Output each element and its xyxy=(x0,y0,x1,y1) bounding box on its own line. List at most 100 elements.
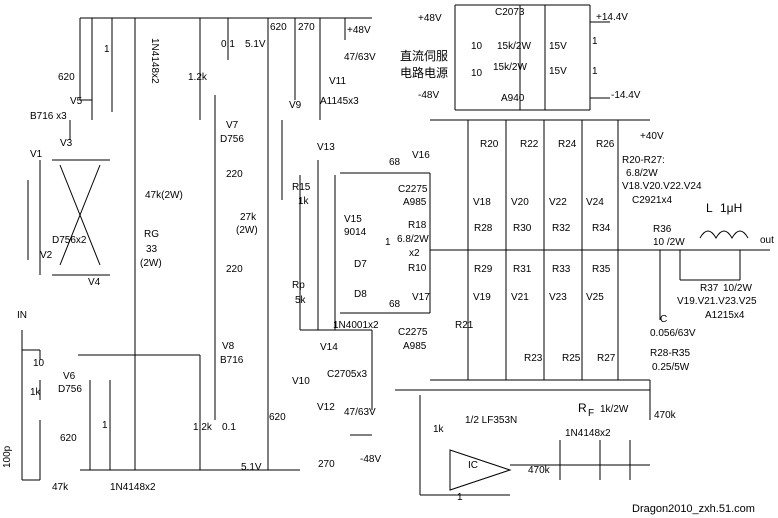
res-r33: R33 xyxy=(552,264,571,275)
transistor-c2275-bottom: C2275 xyxy=(398,327,428,338)
label-v5: V5 xyxy=(70,96,83,107)
label-v24: V24 xyxy=(586,197,604,208)
cap-1-v15: 1 xyxy=(385,237,391,248)
res-r31: R31 xyxy=(513,264,532,275)
supply-pos48-right: +48V xyxy=(347,25,371,36)
res-r15-value: 1k xyxy=(298,196,310,207)
res-r25: R25 xyxy=(562,353,581,364)
label-v14: V14 xyxy=(320,342,338,353)
res-1k-in: 1k xyxy=(30,387,42,398)
res-rf: R xyxy=(578,401,587,415)
res-270-bottom: 270 xyxy=(318,459,335,470)
label-v18: V18 xyxy=(473,197,491,208)
zener-15v-lower: 15V xyxy=(549,66,567,77)
transistor-d756: D756 xyxy=(220,134,244,145)
res-15k-2w-lower: 15k/2W xyxy=(493,62,527,73)
res-1.2k-bottom: 1.2k xyxy=(193,422,213,433)
title-line1: 直流伺服 xyxy=(400,49,448,63)
res-270-top: 270 xyxy=(298,22,315,33)
res-r34: R34 xyxy=(592,223,611,234)
watermark: Dragon2010_zxh.51.com xyxy=(632,503,755,515)
res-r29: R29 xyxy=(474,264,493,275)
label-v7: V7 xyxy=(226,120,239,131)
res-r24: R24 xyxy=(558,139,577,150)
diode-1n4148x2-ic: 1N4148x2 xyxy=(565,428,611,439)
res-r10: R10 xyxy=(408,263,427,274)
res-r32: R32 xyxy=(552,223,571,234)
label-v6: V6 xyxy=(63,371,76,382)
label-rp-value: 5k xyxy=(295,295,307,306)
res-r35: R35 xyxy=(592,264,611,275)
label-v20: V20 xyxy=(511,197,529,208)
label-v8: V8 xyxy=(222,341,235,352)
label-out: out xyxy=(760,235,774,246)
supply-neg48-right: -48V xyxy=(360,454,381,465)
cap-10-lower: 10 xyxy=(471,68,483,79)
title-line2: 电路电源 xyxy=(400,65,448,80)
res-r15: R15 xyxy=(292,182,311,193)
supply-pos40v: +40V xyxy=(640,131,664,142)
cap-47-63-bottom: 47/63V xyxy=(344,407,376,418)
res-r30: R30 xyxy=(513,223,532,234)
cap-1-v6: 1 xyxy=(102,420,108,431)
supply-pos14.4v: +14.4V xyxy=(596,12,628,23)
cap-c-value: 0.056/63V xyxy=(650,328,696,339)
res-rf-value: 1k/2W xyxy=(600,404,629,415)
res-620-top: 620 xyxy=(270,22,287,33)
res-47k-in: 47k xyxy=(52,482,69,493)
label-v3: V3 xyxy=(60,138,73,149)
res-470k-right: 470k xyxy=(654,410,677,421)
label-in: IN xyxy=(17,310,27,321)
label-rp: Rp xyxy=(292,280,305,291)
label-v16: V16 xyxy=(412,150,430,161)
res-r18-value: 6.8/2W xyxy=(397,234,429,245)
transistor-v18-v24: V18.V20.V22.V24 xyxy=(622,181,702,192)
label-v13: V13 xyxy=(317,142,335,153)
supply-neg48-left: -48V xyxy=(418,90,439,101)
cap-0.1-top: 0.1 xyxy=(221,39,235,50)
res-r26: R26 xyxy=(596,139,615,150)
res-r23: R23 xyxy=(524,353,543,364)
diode-1n4001x2: 1N4001x2 xyxy=(333,320,379,331)
res-r28: R28 xyxy=(474,223,493,234)
transistor-a1215x4: A1215x4 xyxy=(705,310,745,321)
label-v15: V15 xyxy=(344,214,362,225)
supply-pos48-left: +48V xyxy=(418,13,442,24)
transistor-9014: 9014 xyxy=(344,227,367,238)
cap-10-in: 10 xyxy=(33,358,45,369)
res-r28-r35-value: 0.25/5W xyxy=(652,362,690,373)
transistor-a985-bottom: A985 xyxy=(403,341,427,352)
transistor-c2921x4: C2921x4 xyxy=(632,195,672,206)
res-470k-fb: 470k xyxy=(528,465,551,476)
res-rf-sub: F xyxy=(588,408,594,419)
transistor-b716x3: B716 x3 xyxy=(30,111,67,122)
label-v25: V25 xyxy=(586,292,604,303)
transistor-c2275-top: C2275 xyxy=(398,184,428,195)
res-1k-ic: 1k xyxy=(433,424,445,435)
res-6.8-2w: 6.8/2W xyxy=(626,168,658,179)
cap-1-upper: 1 xyxy=(592,36,598,47)
res-r20-r27: R20-R27: xyxy=(622,155,665,166)
res-r37-value: 10/2W xyxy=(723,283,752,294)
label-v22: V22 xyxy=(549,197,567,208)
label-ic: IC xyxy=(468,460,478,471)
transistor-v19-v25: V19.V21.V23.V25 xyxy=(677,296,757,307)
wiring xyxy=(21,4,770,496)
res-620-v6: 620 xyxy=(60,433,77,444)
res-27k-2w-a: 27k xyxy=(240,212,257,223)
inductor-l: L xyxy=(706,201,713,215)
label-d7: D7 xyxy=(354,259,367,270)
res-r28-r35: R28-R35 xyxy=(650,348,690,359)
res-r37: R37 xyxy=(700,283,719,294)
res-620-v5: 620 xyxy=(58,72,75,83)
cap-1-v5: 1 xyxy=(104,44,110,55)
label-v11: V11 xyxy=(329,76,346,87)
label-v1: V1 xyxy=(30,149,43,160)
res-r22: R22 xyxy=(520,139,539,150)
res-r21: R21 xyxy=(455,320,474,331)
label-v10: V10 xyxy=(292,376,310,387)
label-v2: V2 xyxy=(40,250,53,261)
res-r18-count: x2 xyxy=(409,248,420,259)
